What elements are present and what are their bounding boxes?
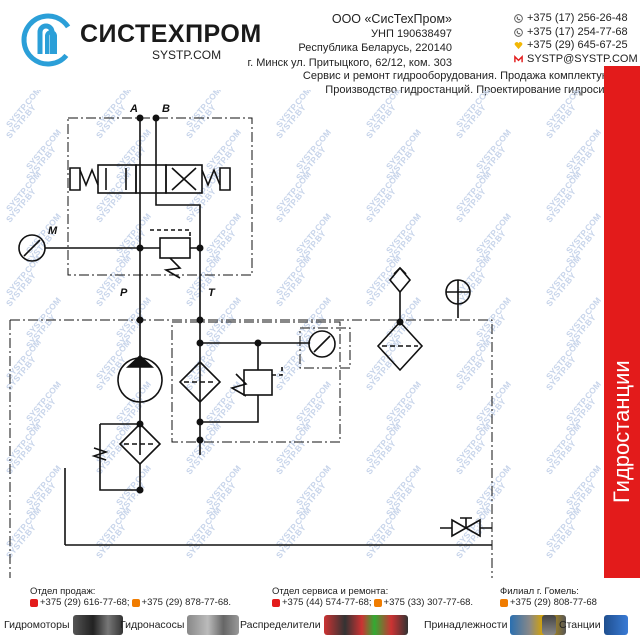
subgroup-gauge bbox=[308, 330, 336, 358]
service-title: Отдел сервиса и ремонта: bbox=[272, 586, 389, 597]
valve-block-boundary bbox=[67, 117, 253, 276]
valve-right-cross bbox=[171, 167, 197, 191]
valve-left-arrows bbox=[105, 168, 127, 190]
tank-filter bbox=[376, 320, 424, 372]
right-coil bbox=[219, 167, 231, 191]
carrier-icon bbox=[500, 598, 508, 607]
sidebar-label: Гидростанции bbox=[609, 360, 634, 503]
block-relief-pilot bbox=[150, 229, 191, 238]
services-line: Производство гидростанций. Проектировани… bbox=[325, 83, 610, 96]
phone-number: +375 (17) 254-77-68 bbox=[527, 25, 628, 38]
category-sidebar: Гидростанции bbox=[604, 66, 640, 578]
email-address: SYSTP@SYSTP.COM bbox=[527, 52, 638, 65]
carrier-icon bbox=[30, 598, 38, 607]
category-label: Принадлежности bbox=[424, 619, 508, 631]
company-logo bbox=[21, 13, 75, 67]
category-label: Гидронасосы bbox=[120, 619, 185, 631]
subgroup-relief-spring bbox=[229, 373, 248, 397]
port-label-b: B bbox=[162, 103, 170, 115]
phone-icon bbox=[514, 27, 523, 37]
category-label: Гидромоторы bbox=[4, 619, 70, 631]
port-label-p: P bbox=[120, 287, 128, 299]
category-stations[interactable]: Станции bbox=[542, 610, 628, 640]
company-name: СИСТЕХПРОМ bbox=[80, 20, 262, 48]
mail-icon bbox=[514, 54, 523, 62]
service-phone[interactable]: +375 (33) 307-77-68. bbox=[383, 597, 474, 608]
sales-contacts: Отдел продаж: +375 (29) 616-77-68; +375 … bbox=[30, 586, 231, 608]
hydromotor-image bbox=[72, 615, 123, 635]
company-site[interactable]: SYSTP.COM bbox=[152, 48, 222, 62]
left-solenoid bbox=[79, 167, 99, 188]
phone-icon bbox=[514, 14, 523, 24]
phone-row[interactable]: +375 (29) 645-67-25 bbox=[514, 39, 638, 53]
pump-arrow bbox=[125, 354, 155, 368]
port-label-a: A bbox=[129, 103, 138, 115]
pump-image bbox=[187, 615, 240, 635]
subgroup-gauge-needle bbox=[313, 335, 331, 353]
station-image bbox=[603, 615, 628, 635]
level-thermometer-mark bbox=[446, 280, 470, 304]
carrier-icon bbox=[272, 598, 280, 607]
sales-phone[interactable]: +375 (29) 616-77-68; bbox=[40, 597, 130, 608]
org-unp: УНП 190638497 bbox=[371, 27, 452, 40]
tank-boundary bbox=[10, 319, 493, 578]
left-coil bbox=[69, 167, 81, 191]
org-name: ООО «СисТехПром» bbox=[331, 12, 452, 26]
services-text: Сервис и ремонт гидрооборудования. Прода… bbox=[303, 70, 610, 97]
phone-row[interactable]: +375 (17) 256-26-48 bbox=[514, 12, 638, 26]
subgroup-relief-valve bbox=[243, 369, 273, 396]
org-country: Республика Беларусь, 220140 bbox=[298, 42, 452, 54]
service-phone[interactable]: +375 (44) 574-77-68; bbox=[282, 597, 372, 608]
contacts-footer: Отдел продаж: +375 (29) 616-77-68; +375 … bbox=[0, 586, 640, 608]
services-line: Сервис и ремонт гидрооборудования. Прода… bbox=[302, 70, 610, 82]
block-relief-spring bbox=[163, 257, 182, 279]
right-solenoid bbox=[201, 167, 221, 188]
gauge-m-needle bbox=[23, 239, 41, 257]
legal-info: ООО «СисТехПром» УНП 190638497 Республик… bbox=[192, 12, 452, 70]
return-filter bbox=[178, 360, 222, 404]
branch-title: Филиал г. Гомель: bbox=[500, 586, 579, 597]
category-valves[interactable]: Распределители bbox=[240, 610, 408, 640]
service-contacts: Отдел сервиса и ремонта: +375 (44) 574-7… bbox=[272, 586, 473, 608]
phone-number: +375 (29) 645-67-25 bbox=[527, 39, 628, 51]
valve-center-paths bbox=[139, 165, 157, 193]
category-hydromotors[interactable]: Гидромоторы bbox=[4, 610, 123, 640]
sales-phone[interactable]: +375 (29) 878-77-68. bbox=[141, 597, 232, 608]
sidebar-label-wrap: Гидростанции bbox=[604, 66, 640, 578]
org-address: г. Минск ул. Притыцкого, 62/12, ком. 303 bbox=[247, 56, 452, 69]
bypass-spring bbox=[91, 447, 109, 461]
category-label: Станции bbox=[559, 619, 601, 631]
port-label-t: T bbox=[208, 287, 216, 299]
gauge-group-boundary bbox=[299, 327, 351, 369]
category-label: Распределители bbox=[240, 619, 321, 631]
branch-phone[interactable]: +375 (29) 808-77-68 bbox=[510, 597, 597, 608]
carrier-icon bbox=[373, 598, 382, 607]
station-image-small bbox=[542, 615, 556, 635]
header-phones: +375 (17) 256-26-48 +375 (17) 254-77-68 … bbox=[514, 12, 638, 66]
drain-valve-actuator bbox=[460, 517, 472, 528]
subgroup-boundary bbox=[171, 321, 341, 443]
phone-row[interactable]: +375 (17) 254-77-68 bbox=[514, 26, 638, 40]
category-pumps[interactable]: Гидронасосы bbox=[120, 610, 240, 640]
return-line bbox=[155, 193, 201, 455]
category-strip: Гидромоторы Гидронасосы Распределители П… bbox=[0, 610, 640, 640]
branch-contacts: Филиал г. Гомель: +375 (29) 808-77-68 bbox=[500, 586, 597, 608]
carrier-icon bbox=[131, 598, 140, 607]
subgroup-relief-pilot bbox=[272, 365, 283, 376]
port-label-m: M bbox=[48, 225, 58, 237]
sales-title: Отдел продаж: bbox=[30, 586, 96, 597]
block-relief-valve bbox=[159, 237, 191, 259]
valve-box-right bbox=[165, 164, 203, 194]
email-row[interactable]: SYSTP@SYSTP.COM bbox=[514, 53, 638, 67]
air-breather-top bbox=[393, 267, 407, 275]
phone-number: +375 (17) 256-26-48 bbox=[527, 12, 628, 24]
valve-image bbox=[323, 615, 408, 635]
heart-icon bbox=[514, 42, 523, 50]
bypass-check bbox=[99, 423, 141, 491]
junction-dots bbox=[136, 114, 404, 494]
